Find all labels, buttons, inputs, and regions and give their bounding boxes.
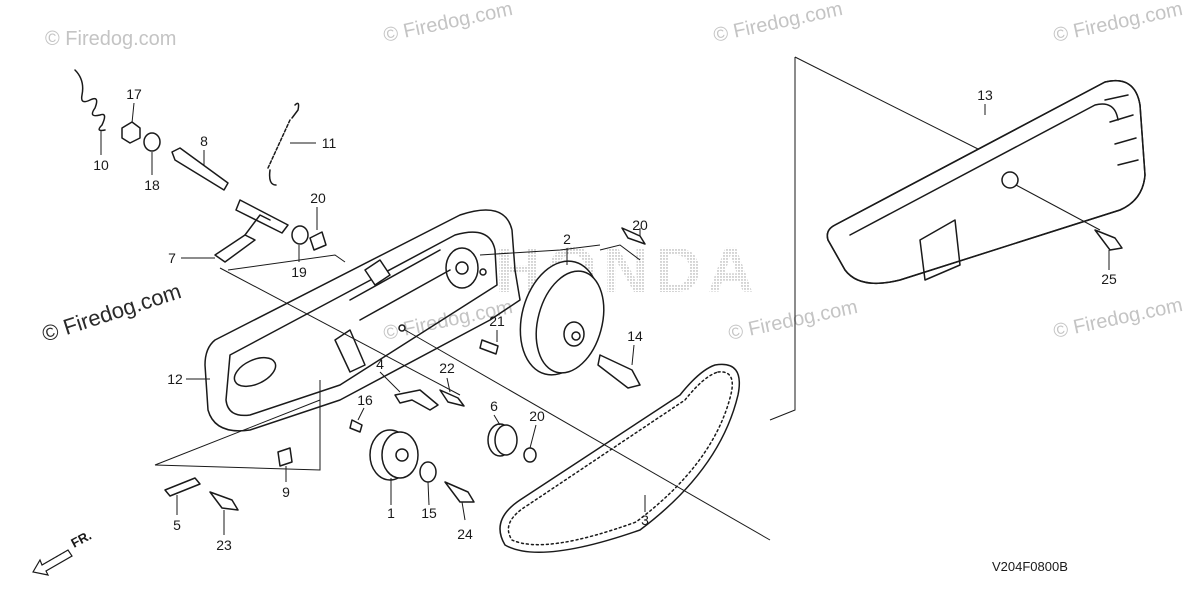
pulley-part [519, 260, 605, 376]
callout-3: 3 [641, 512, 649, 528]
cover-part [769, 56, 1146, 421]
callout-labels: 10 17 18 8 11 20 19 7 12 2 20 21 14 4 22… [93, 86, 1117, 553]
watermark: © Firedog.com [45, 28, 176, 50]
callout-18: 18 [144, 177, 160, 193]
callout-1: 1 [387, 505, 395, 521]
callout-16: 16 [357, 392, 373, 408]
watermark: © Firedog.com [381, 0, 514, 47]
callout-22: 20 [632, 217, 648, 233]
reference-lines [154, 244, 771, 541]
front-direction-indicator: FR. [32, 528, 94, 576]
callout-13: 13 [977, 87, 993, 103]
callout-17: 17 [126, 86, 142, 102]
callout-19: 19 [291, 264, 307, 280]
callout-5: 5 [173, 517, 181, 533]
callout-23: 23 [216, 537, 232, 553]
callout-4: 4 [376, 356, 384, 372]
callout-11: 11 [322, 135, 337, 151]
watermark: © Firedog.com [1051, 0, 1184, 47]
callout-14: 14 [627, 328, 643, 344]
front-label: FR. [68, 528, 94, 551]
callout-24: 24 [457, 526, 473, 542]
callout-7: 7 [168, 250, 176, 266]
callout-20: 20 [310, 190, 326, 206]
callout-10: 10 [93, 157, 109, 173]
diagram-code: V204F0800B [992, 559, 1068, 574]
leader-lines [100, 102, 1110, 535]
callout-6: 6 [490, 398, 498, 414]
callout-15: 15 [421, 505, 437, 521]
callout-12: 12 [167, 371, 183, 387]
callout-25: 25 [1101, 271, 1117, 287]
front-arrow-icon [32, 549, 73, 576]
watermark-large: © Firedog.com [39, 278, 184, 346]
watermark: © Firedog.com [711, 0, 844, 47]
callout-23: 22 [439, 360, 455, 376]
callout-20: 20 [529, 408, 545, 424]
callout-9: 9 [282, 484, 290, 500]
watermark: © Firedog.com [1051, 294, 1184, 343]
v-belt-part [499, 363, 740, 553]
small-parts [74, 69, 1123, 511]
callout-2: 2 [563, 231, 571, 247]
callout-21: 21 [489, 313, 505, 329]
callout-8: 8 [200, 133, 208, 149]
